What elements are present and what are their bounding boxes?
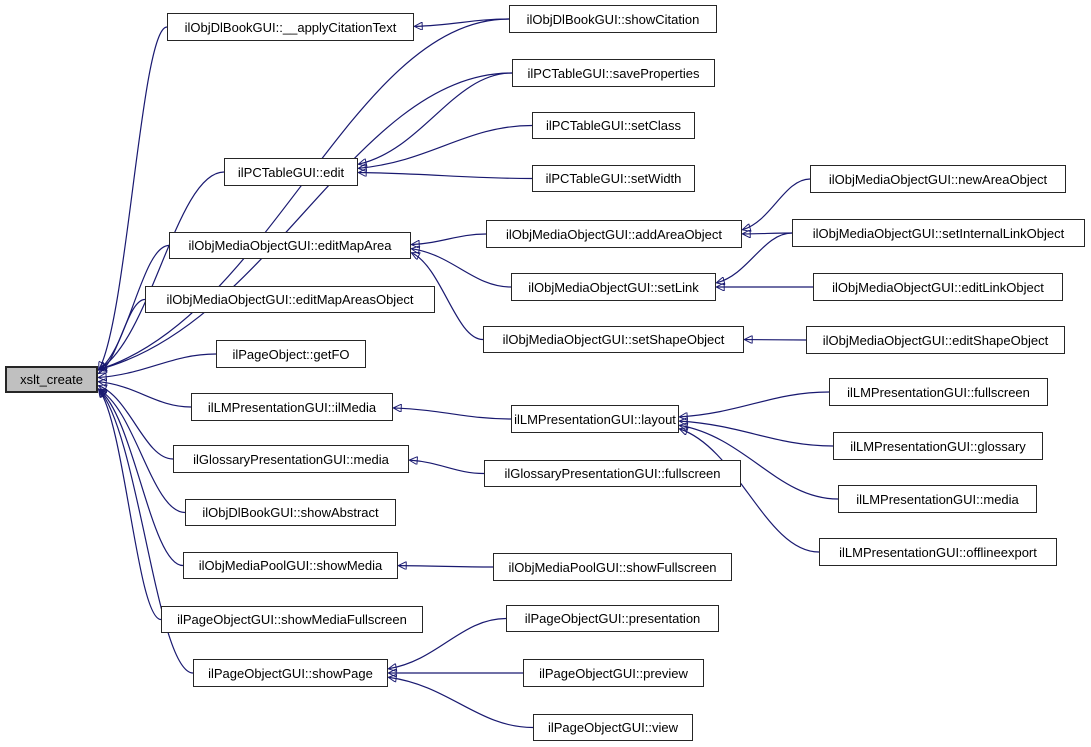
graph-node-setLink[interactable]: ilObjMediaObjectGUI::setLink bbox=[511, 273, 716, 301]
graph-edge-showMediaFullscreen-to-xslt_create bbox=[99, 390, 162, 621]
graph-node-preview[interactable]: ilPageObjectGUI::preview bbox=[523, 659, 704, 687]
graph-node-layout[interactable]: ilLMPresentationGUI::layout bbox=[511, 405, 679, 433]
graph-edge-showCitation-to-xslt_create bbox=[99, 18, 510, 370]
graph-node-showCitation[interactable]: ilObjDlBookGUI::showCitation bbox=[509, 5, 717, 33]
graph-node-fullscreenLM[interactable]: ilLMPresentationGUI::fullscreen bbox=[829, 378, 1048, 406]
graph-edge-saveProperties-to-edit bbox=[359, 72, 513, 164]
graph-edge-glossaryLM-to-layout bbox=[680, 421, 834, 447]
graph-edge-setLink-to-editMapArea bbox=[412, 249, 512, 288]
graph-node-showAbstract[interactable]: ilObjDlBookGUI::showAbstract bbox=[185, 499, 396, 526]
graph-node-showPage[interactable]: ilPageObjectGUI::showPage bbox=[193, 659, 388, 687]
graph-edge-presentation-to-showPage bbox=[389, 617, 507, 669]
graph-node-editShapeObject[interactable]: ilObjMediaObjectGUI::editShapeObject bbox=[806, 326, 1065, 354]
graph-node-setClass[interactable]: ilPCTableGUI::setClass bbox=[532, 112, 695, 139]
graph-node-editMapArea[interactable]: ilObjMediaObjectGUI::editMapArea bbox=[169, 232, 411, 259]
graph-node-edit[interactable]: ilPCTableGUI::edit bbox=[224, 158, 358, 186]
graph-node-showMedia[interactable]: ilObjMediaPoolGUI::showMedia bbox=[183, 552, 398, 579]
graph-node-glossaryLM[interactable]: ilLMPresentationGUI::glossary bbox=[833, 432, 1043, 460]
graph-node-getFO[interactable]: ilPageObject::getFO bbox=[216, 340, 366, 368]
graph-edge-offlineexport-to-layout bbox=[680, 429, 820, 553]
graph-edge-editMapAreasObject-to-xslt_create bbox=[99, 298, 146, 374]
graph-node-offlineexport[interactable]: ilLMPresentationGUI::offlineexport bbox=[819, 538, 1057, 566]
graph-edge-getFO-to-xslt_create bbox=[99, 353, 217, 377]
graph-node-ilMedia[interactable]: ilLMPresentationGUI::ilMedia bbox=[191, 393, 393, 421]
graph-edge-setClass-to-edit bbox=[359, 124, 533, 169]
graph-edge-glossFullscreen-to-mediaGloss bbox=[410, 460, 485, 475]
graph-edge-mediaLM-to-layout bbox=[680, 425, 839, 500]
graph-node-presentation[interactable]: ilPageObjectGUI::presentation bbox=[506, 605, 719, 632]
graph-edge-showPage-to-xslt_create bbox=[99, 390, 194, 674]
graph-node-setShapeObject[interactable]: ilObjMediaObjectGUI::setShapeObject bbox=[483, 326, 744, 353]
graph-edge-editMapArea-to-xslt_create bbox=[99, 244, 170, 370]
graph-node-view[interactable]: ilPageObjectGUI::view bbox=[533, 714, 693, 741]
graph-edge-setInternalLinkObject-to-setLink bbox=[717, 232, 793, 283]
graph-edge-showMedia-to-xslt_create bbox=[99, 390, 184, 567]
graph-edge-ilMedia-to-xslt_create bbox=[99, 382, 192, 408]
graph-edge-showCitation-to-applyCitationText bbox=[415, 18, 510, 26]
graph-edge-mediaGloss-to-xslt_create bbox=[99, 386, 174, 460]
graph-edge-saveProperties-to-xslt_create bbox=[99, 72, 513, 370]
graph-edge-showFullscreen-to-showMedia bbox=[399, 566, 494, 567]
graph-node-saveProperties[interactable]: ilPCTableGUI::saveProperties bbox=[512, 59, 715, 87]
graph-edge-addAreaObject-to-editMapArea bbox=[412, 233, 487, 245]
graph-edge-edit-to-xslt_create bbox=[99, 171, 225, 370]
graph-edge-fullscreenLM-to-layout bbox=[680, 391, 830, 417]
graph-node-newAreaObject[interactable]: ilObjMediaObjectGUI::newAreaObject bbox=[810, 165, 1066, 193]
graph-node-editMapAreasObject[interactable]: ilObjMediaObjectGUI::editMapAreasObject bbox=[145, 286, 435, 313]
graph-node-applyCitationText[interactable]: ilObjDlBookGUI::__applyCitationText bbox=[167, 13, 414, 41]
graph-edge-newAreaObject-to-addAreaObject bbox=[743, 178, 811, 230]
graph-edge-applyCitationText-to-xslt_create bbox=[99, 26, 168, 370]
graph-edge-setWidth-to-edit bbox=[359, 173, 533, 180]
graph-node-setInternalLinkObject[interactable]: ilObjMediaObjectGUI::setInternalLinkObje… bbox=[792, 219, 1085, 247]
graph-node-mediaGloss[interactable]: ilGlossaryPresentationGUI::media bbox=[173, 445, 409, 473]
graph-edge-setShapeObject-to-editMapArea bbox=[412, 253, 484, 341]
graph-edge-layout-to-ilMedia bbox=[394, 408, 512, 420]
graph-node-glossFullscreen[interactable]: ilGlossaryPresentationGUI::fullscreen bbox=[484, 460, 741, 487]
graph-node-addAreaObject[interactable]: ilObjMediaObjectGUI::addAreaObject bbox=[486, 220, 742, 248]
graph-node-showFullscreen[interactable]: ilObjMediaPoolGUI::showFullscreen bbox=[493, 553, 732, 581]
graph-node-editLinkObject[interactable]: ilObjMediaObjectGUI::editLinkObject bbox=[813, 273, 1063, 301]
graph-node-mediaLM[interactable]: ilLMPresentationGUI::media bbox=[838, 485, 1037, 513]
graph-root-node-xslt_create: xslt_create bbox=[5, 366, 98, 393]
graph-node-setWidth[interactable]: ilPCTableGUI::setWidth bbox=[532, 165, 695, 192]
graph-edge-showAbstract-to-xslt_create bbox=[99, 390, 186, 514]
graph-edge-view-to-showPage bbox=[389, 677, 534, 729]
graph-node-showMediaFullscreen[interactable]: ilPageObjectGUI::showMediaFullscreen bbox=[161, 606, 423, 633]
